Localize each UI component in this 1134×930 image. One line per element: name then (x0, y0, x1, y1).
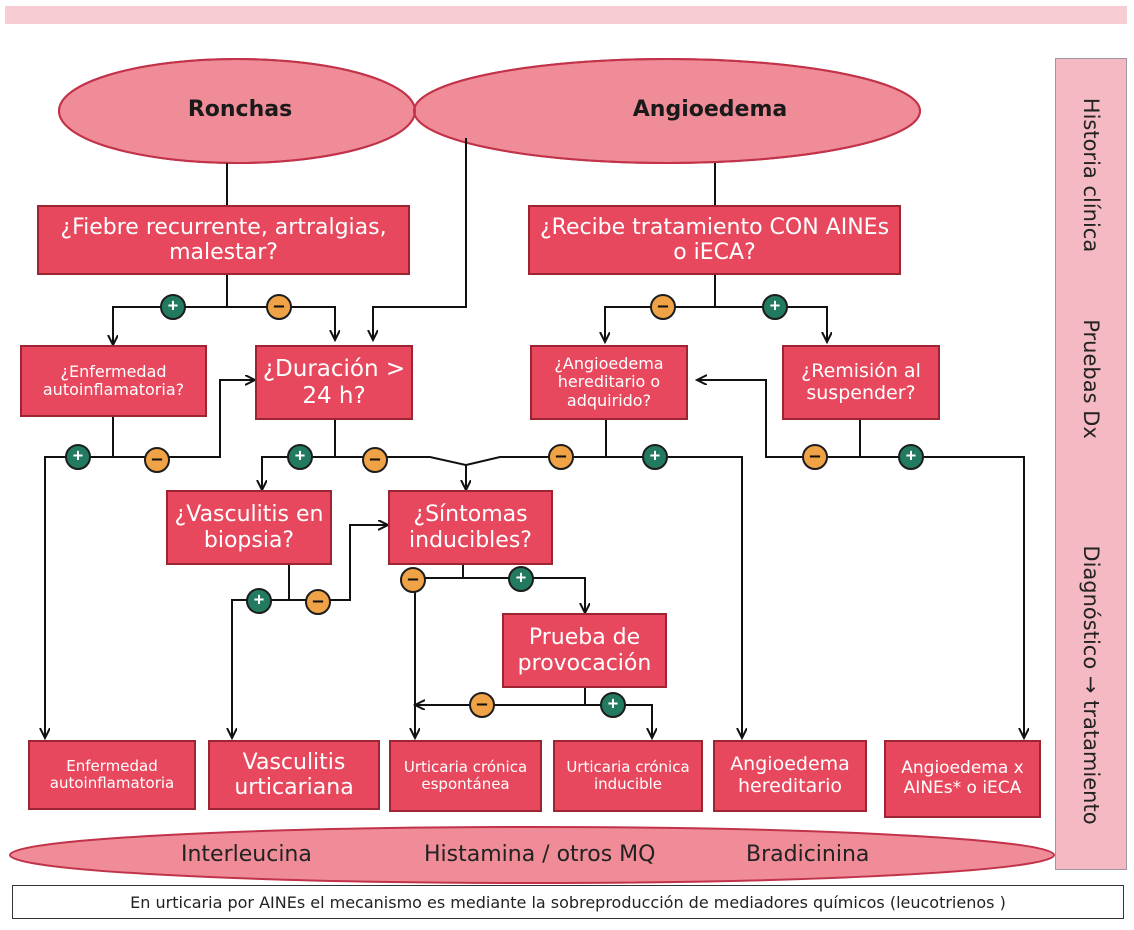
plus-icon: + (246, 588, 272, 614)
outcome-hereditario-text: Angioedema hereditario (730, 753, 850, 797)
top-banner (5, 6, 1127, 24)
angioedema-label: Angioedema (632, 97, 788, 122)
sintomas-question-text: ¿Síntomas inducibles? (409, 502, 532, 553)
outcome-aines-text: Angioedema x AINEs* o iECA (901, 758, 1024, 798)
aines-question-box[interactable]: ¿Recibe tratamiento CON AINEs o iECA? (528, 205, 901, 275)
vasculitis-question-text: ¿Vasculitis en biopsia? (174, 502, 324, 553)
minus-icon: – (362, 447, 388, 473)
hereditario-question-text: ¿Angioedema hereditario o adquirido? (554, 353, 664, 410)
plus-icon: + (600, 692, 626, 718)
minus-icon: – (400, 567, 426, 593)
footnote: En urticaria por AINEs el mecanismo es m… (12, 885, 1124, 919)
minus-icon: – (650, 294, 676, 320)
ronchas-label: Ronchas (187, 97, 293, 122)
outcome-enfermedad-text: Enfermedad autoinflamatoria (49, 756, 175, 792)
remision-question-box[interactable]: ¿Remisión al suspender? (782, 345, 940, 420)
plus-icon: + (65, 444, 91, 470)
mediator-interleucina: Interleucina (181, 842, 312, 867)
autoinflamatoria-question-text: ¿Enfermedad autoinflamatoria? (42, 361, 185, 399)
autoinflamatoria-question-box[interactable]: ¿Enfermedad autoinflamatoria? (20, 345, 207, 417)
sidebar-historia-label: Historia clínica (1079, 97, 1103, 253)
minus-icon: – (548, 444, 574, 470)
plus-icon: + (287, 444, 313, 470)
sidebar-pruebas-label: Pruebas Dx (1079, 319, 1103, 439)
duracion-question-text: ¿Duración > 24 h? (262, 356, 406, 409)
remision-question-text: ¿Remisión al suspender? (801, 359, 921, 404)
duracion-question-box[interactable]: ¿Duración > 24 h? (255, 345, 413, 420)
minus-icon: – (305, 589, 331, 615)
aines-question-text: ¿Recibe tratamiento CON AINEs o iECA? (539, 214, 890, 265)
stage-sidebar (1055, 58, 1127, 870)
minus-icon: – (266, 294, 292, 320)
outcome-inducible-text: Urticaria crónica inducible (566, 757, 690, 793)
plus-icon: + (642, 444, 668, 470)
mediator-histamina: Histamina / otros MQ (424, 842, 656, 867)
outcome-inducible[interactable]: Urticaria crónica inducible (553, 740, 703, 812)
plus-icon: + (508, 566, 534, 592)
mediator-bradicinina: Bradicinina (746, 842, 870, 867)
minus-icon: – (144, 447, 170, 473)
minus-icon: – (802, 444, 828, 470)
fiebre-question-text: ¿Fiebre recurrente, artralgias, malestar… (60, 214, 387, 265)
plus-icon: + (762, 294, 788, 320)
hereditario-question-box[interactable]: ¿Angioedema hereditario o adquirido? (530, 345, 688, 420)
outcome-hereditario[interactable]: Angioedema hereditario (713, 740, 867, 812)
fiebre-question-box[interactable]: ¿Fiebre recurrente, artralgias, malestar… (37, 205, 410, 275)
provocacion-box[interactable]: Prueba de provocación (502, 613, 667, 688)
vasculitis-question-box[interactable]: ¿Vasculitis en biopsia? (166, 490, 332, 565)
outcome-aines[interactable]: Angioedema x AINEs* o iECA (884, 740, 1041, 818)
outcome-espontanea[interactable]: Urticaria crónica espontánea (389, 740, 542, 812)
mediators-ellipse (9, 826, 1055, 884)
outcome-espontanea-text: Urticaria crónica espontánea (403, 757, 528, 793)
sidebar-diagnostico-label: Diagnóstico → tratamiento (1079, 545, 1103, 825)
outcome-enfermedad[interactable]: Enfermedad autoinflamatoria (28, 740, 196, 810)
provocacion-text: Prueba de provocación (517, 625, 652, 676)
sintomas-question-box[interactable]: ¿Síntomas inducibles? (388, 490, 553, 565)
outcome-vasculitis-text: Vasculitis urticariana (234, 749, 354, 800)
outcome-vasculitis[interactable]: Vasculitis urticariana (208, 740, 380, 810)
plus-icon: + (898, 444, 924, 470)
plus-icon: + (160, 294, 186, 320)
minus-icon: – (469, 692, 495, 718)
